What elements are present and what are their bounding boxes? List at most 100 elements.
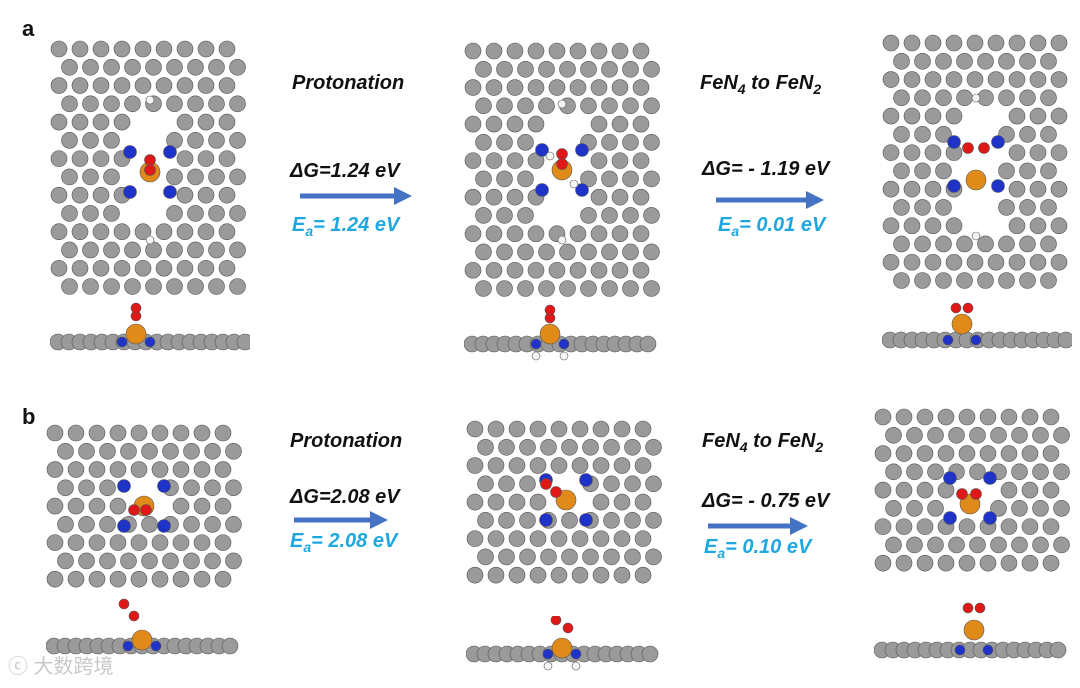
carbon-atom [518,134,534,150]
carbon-atom [583,439,599,455]
structure-a-fen2-top-view [882,34,1072,296]
carbon-atom [83,59,99,75]
nitrogen-atom [123,641,133,651]
carbon-atom [1020,126,1036,142]
carbon-atom [591,116,607,132]
carbon-atom [925,35,941,51]
carbon-atom [1043,555,1059,571]
carbon-atom [507,262,523,278]
carbon-atom [528,116,544,132]
carbon-atom [925,72,941,88]
iron-atom [540,324,560,344]
carbon-atom [946,35,962,51]
carbon-atom [915,273,931,289]
carbon-atom [1020,90,1036,106]
carbon-atom [209,96,225,112]
carbon-atom [72,260,88,276]
carbon-atom [583,549,599,565]
carbon-atom [465,80,481,96]
carbon-atom [562,512,578,528]
carbon-atom [928,500,944,516]
carbon-atom [125,96,141,112]
carbon-atom [635,531,651,547]
oxygen-atom [551,487,562,498]
carbon-atom [142,443,158,459]
carbon-atom [644,61,660,77]
carbon-atom [79,553,95,569]
hydrogen-atom [546,152,554,160]
carbon-atom [1009,218,1025,234]
hydrogen-atom [572,662,580,670]
carbon-atom [946,72,962,88]
oxygen-atom [119,599,129,609]
carbon-atom [1041,126,1057,142]
carbon-atom [226,516,242,532]
carbon-atom [593,494,609,510]
carbon-atom [79,516,95,532]
carbon-atom [62,59,78,75]
structure-b-protonated-side-view [466,616,662,680]
nitrogen-atom [984,512,997,525]
carbon-atom [104,59,120,75]
carbon-atom [581,98,597,114]
carbon-atom [93,78,109,94]
carbon-atom [978,53,994,69]
carbon-atom [917,482,933,498]
carbon-atom [114,260,130,276]
carbon-atom [100,553,116,569]
carbon-atom [219,224,235,240]
carbon-atom [980,555,996,571]
carbon-atom [915,126,931,142]
carbon-atom [215,535,231,551]
carbon-atom [177,151,193,167]
carbon-atom [486,189,502,205]
nitrogen-atom [955,645,965,655]
carbon-atom [623,207,639,223]
oxygen-atom [129,611,139,621]
hydrogen-atom [972,232,980,240]
carbon-atom [488,567,504,583]
carbon-atom [560,61,576,77]
carbon-atom [1009,145,1025,161]
carbon-atom [1012,500,1028,516]
carbon-atom [177,114,193,130]
carbon-atom [883,108,899,124]
carbon-atom [562,549,578,565]
carbon-atom [560,244,576,260]
carbon-atom [1033,427,1049,443]
carbon-atom [89,425,105,441]
carbon-atom [215,462,231,478]
carbon-atom [93,187,109,203]
carbon-atom [47,425,63,441]
carbon-atom [89,498,105,514]
carbon-atom [83,205,99,221]
panel-letter-a: a [22,16,34,42]
oxygen-atom [975,603,985,613]
oxygen-atom [557,159,568,170]
carbon-atom [163,553,179,569]
carbon-atom [539,61,555,77]
carbon-atom [110,535,126,551]
nitrogen-atom [992,136,1005,149]
carbon-atom [904,218,920,234]
carbon-atom [917,519,933,535]
carbon-atom [1033,500,1049,516]
hydrogen-atom [570,180,578,188]
carbon-atom [173,462,189,478]
carbon-atom [1041,273,1057,289]
carbon-atom [894,236,910,252]
carbon-atom [173,535,189,551]
carbon-atom [530,458,546,474]
carbon-atom [68,462,84,478]
carbon-atom [602,61,618,77]
carbon-atom [486,43,502,59]
carbon-atom [58,516,74,532]
carbon-atom [625,476,641,492]
carbon-atom [999,199,1015,215]
carbon-atom [72,114,88,130]
carbon-atom [925,145,941,161]
carbon-atom [591,262,607,278]
carbon-atom [507,153,523,169]
oxygen-atom [145,165,156,176]
carbon-atom [518,98,534,114]
